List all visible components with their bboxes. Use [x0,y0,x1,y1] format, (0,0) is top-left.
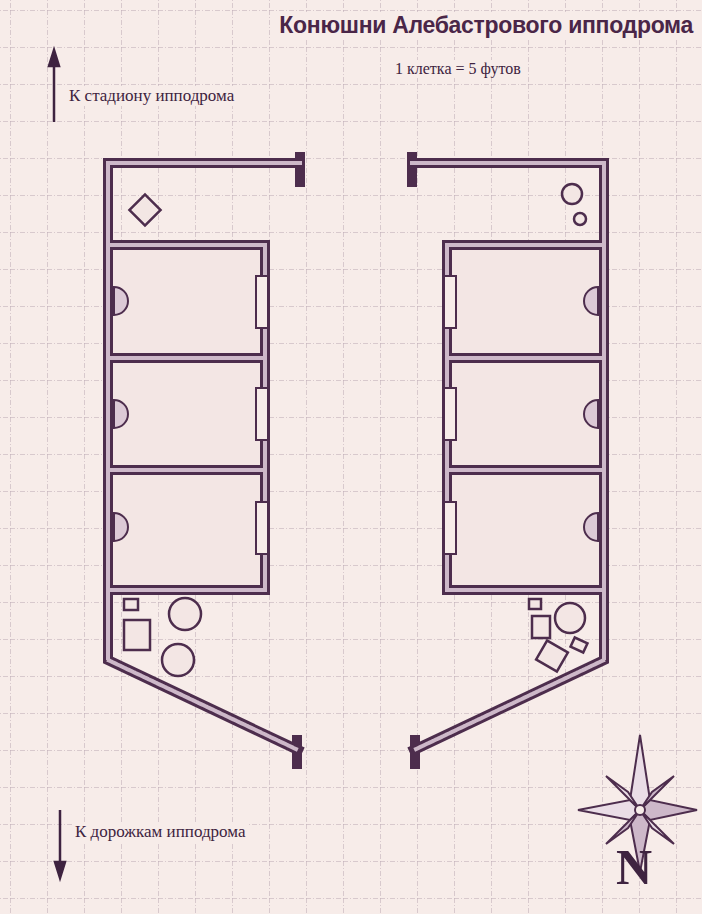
map-title: Конюшни Алебастрового ипподрома [276,12,696,39]
compass-north: N [616,842,652,892]
stable-wing [108,157,300,764]
scale-note: 1 клетка = 5 футов [392,60,524,78]
stable-furniture [124,184,587,676]
direction-label: К стадиону ипподрома [66,86,237,106]
direction-label: К дорожкам ипподрома [72,822,248,842]
direction-arrow [49,50,65,878]
